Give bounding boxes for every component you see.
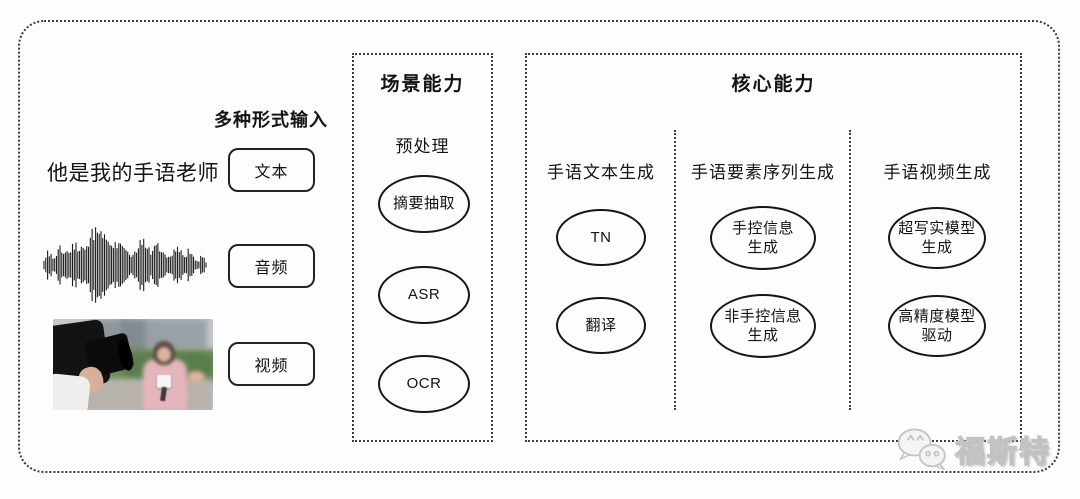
node-hyperrealistic-model-generation: 超写实模型 生成 <box>888 207 986 269</box>
node-label: OCR <box>406 375 442 393</box>
core-panel-title: 核心能力 <box>731 74 816 95</box>
node-label: 翻译 <box>585 316 617 334</box>
input-type-text-box: 文本 <box>228 148 315 192</box>
node-ocr: OCR <box>378 355 470 413</box>
node-non-manual-feature-generation: 非手控信息 生成 <box>710 294 816 358</box>
node-label: TN <box>590 228 612 246</box>
node-manual-feature-generation: 手控信息 生成 <box>710 206 816 270</box>
node-label: 摘要抽取 <box>392 195 455 213</box>
node-asr: ASR <box>378 266 470 324</box>
node-high-precision-model-driving: 高精度模型 驱动 <box>888 295 986 357</box>
input-type-video-box: 视频 <box>228 342 315 386</box>
thumb-reporter-hand <box>187 371 205 383</box>
column-label-video-generation: 手语视频生成 <box>883 163 992 182</box>
video-thumbnail <box>53 319 213 410</box>
scene-capability-panel: 场景能力 预处理 摘要抽取 ASR OCR <box>352 53 493 442</box>
outer-dashed-frame <box>18 20 1060 473</box>
input-type-audio-label: 音频 <box>254 260 289 277</box>
node-label: ASR <box>407 286 441 304</box>
node-summary-extraction: 摘要抽取 <box>378 175 470 233</box>
thumb-cameraman-shirt <box>53 372 91 410</box>
node-label: 生成 <box>747 239 779 256</box>
node-label: 生成 <box>747 327 779 344</box>
node-label: 驱动 <box>921 327 953 344</box>
watermark-text: 福斯特 <box>954 435 1051 469</box>
audio-waveform-icon <box>43 227 207 303</box>
node-translation: 翻译 <box>556 297 646 354</box>
node-label: 超写实模型 <box>898 219 976 237</box>
column-divider <box>849 130 851 410</box>
core-capability-panel: 核心能力 手语文本生成 手语要素序列生成 手语视频生成 TN 翻译 手控信息 生… <box>525 53 1022 442</box>
column-label-text-generation: 手语文本生成 <box>547 163 655 182</box>
scene-panel-title: 场景能力 <box>380 74 465 95</box>
node-label: 高精度模型 <box>898 307 976 325</box>
watermark: 福斯特 <box>894 426 1051 472</box>
input-type-audio-box: 音频 <box>228 244 315 288</box>
input-type-video-label: 视频 <box>254 358 289 375</box>
wechat-logo-icon <box>897 428 946 471</box>
node-label: 非手控信息 <box>724 307 802 325</box>
column-label-element-sequence-generation: 手语要素序列生成 <box>691 163 835 182</box>
input-section-title: 多种形式输入 <box>214 110 328 130</box>
thumb-building <box>145 319 207 349</box>
node-label: 生成 <box>921 239 953 256</box>
sample-sentence-text: 他是我的手语老师 <box>47 162 219 185</box>
node-tn: TN <box>556 209 646 266</box>
node-label: 手控信息 <box>731 219 794 237</box>
thumb-microphone-flag <box>157 375 171 388</box>
preprocess-label: 预处理 <box>395 137 450 156</box>
column-divider <box>674 130 676 410</box>
thumb-reporter-face <box>157 347 171 362</box>
input-type-text-label: 文本 <box>254 164 289 181</box>
